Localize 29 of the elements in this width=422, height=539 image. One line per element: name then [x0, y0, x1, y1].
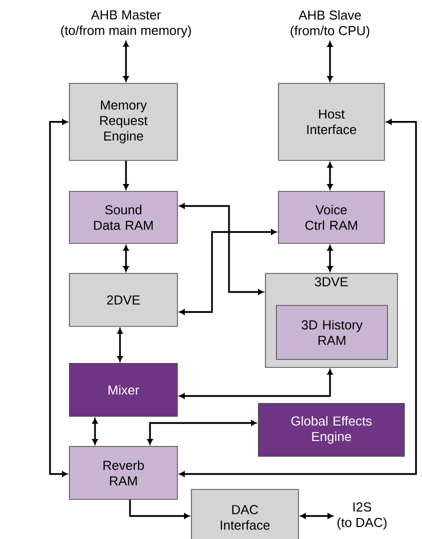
arrow	[179, 369, 333, 399]
arrow	[179, 119, 417, 477]
arrow	[327, 245, 333, 272]
arrow	[129, 500, 190, 519]
arrow	[327, 42, 333, 82]
port-label: AHB Master (to/from main memory)	[61, 10, 191, 38]
arrow	[300, 513, 333, 519]
block-box: Host Interface	[278, 83, 385, 161]
block-box: Voice Ctrl RAM	[278, 191, 385, 244]
arrow	[49, 119, 68, 477]
block-box: DAC Interface	[191, 489, 299, 539]
block-box: 3D History RAM	[276, 305, 388, 360]
block-box: Sound Data RAM	[69, 191, 178, 244]
block-box: Memory Request Engine	[69, 83, 178, 161]
block-box: Reverb RAM	[69, 446, 178, 500]
arrow	[123, 160, 129, 190]
arrow	[123, 41, 129, 82]
block-box: Global Effects Engine	[258, 403, 405, 457]
arrow	[327, 162, 333, 190]
port-label: I2S (to DAC)	[338, 502, 386, 530]
port-label: AHB Slave (from/to CPU)	[290, 10, 370, 38]
block-box: Mixer	[69, 363, 178, 417]
arrow	[92, 418, 98, 444]
arrow	[123, 245, 129, 272]
arrow	[179, 203, 264, 295]
arrow	[147, 420, 256, 444]
block-box: 2DVE	[69, 273, 178, 327]
arrow	[179, 229, 276, 315]
arrow	[117, 328, 123, 362]
